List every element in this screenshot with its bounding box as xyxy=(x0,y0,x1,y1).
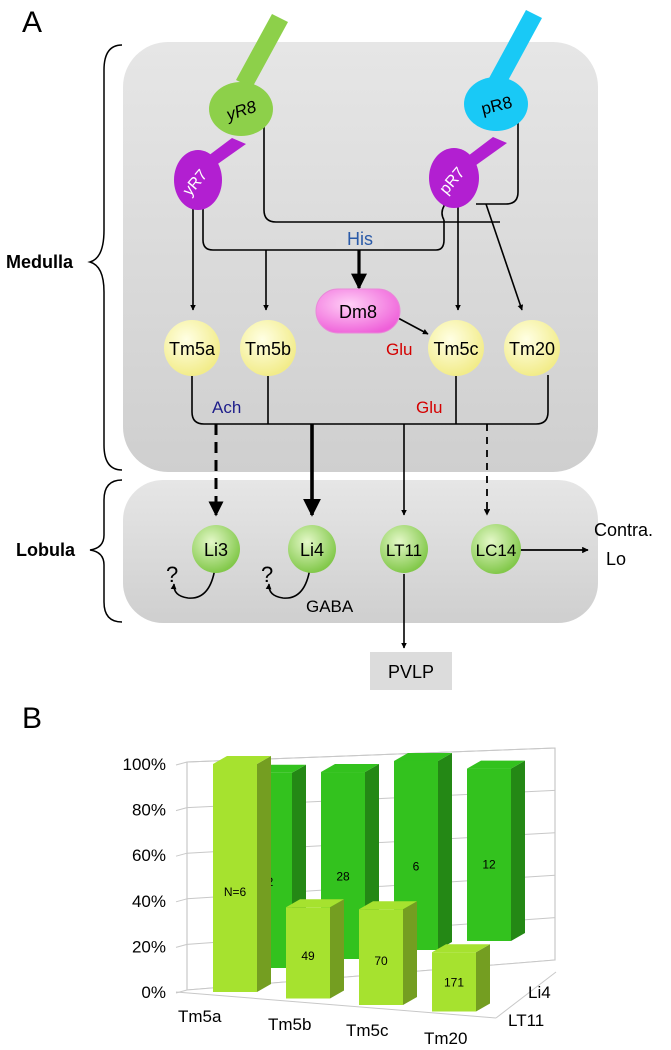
y-tick-label: 20% xyxy=(132,937,166,956)
tm5b-neuron: Tm5b xyxy=(240,320,296,376)
bar-value-label: N=6 xyxy=(224,885,247,899)
bar-top xyxy=(286,899,344,908)
glu-tm5c-label: Glu xyxy=(416,398,442,417)
bar xyxy=(286,907,330,999)
series-label-lt11: LT11 xyxy=(508,1011,544,1030)
bar-value-label: 12 xyxy=(482,858,496,872)
y-tick-label: 100% xyxy=(123,755,166,774)
x-tick-label: Tm5a xyxy=(178,1007,222,1026)
gaba-label: GABA xyxy=(306,597,354,616)
lobula-brace xyxy=(89,479,123,623)
bar-top xyxy=(213,756,271,764)
y-tick-label: 80% xyxy=(132,801,166,820)
tm5a-label: Tm5a xyxy=(169,339,216,359)
pR7-terminal: pR7 xyxy=(429,148,479,208)
tm5b-label: Tm5b xyxy=(245,339,291,359)
x-tick-label: Tm5b xyxy=(268,1015,311,1034)
ach-label: Ach xyxy=(212,398,241,417)
x-axis-line xyxy=(175,991,497,1019)
li3-label: Li3 xyxy=(204,540,228,560)
x-tick-labels: Tm5a Tm5b Tm5c Tm20 xyxy=(175,971,557,1048)
y-tick-label: 0% xyxy=(141,983,166,1002)
dm8-neuron: Dm8 xyxy=(315,288,401,334)
tm20-neuron: Tm20 xyxy=(504,320,560,376)
panel-a-label: A xyxy=(22,6,42,39)
li4-label: Li4 xyxy=(300,540,324,560)
bar-top xyxy=(394,752,452,761)
gridline-side xyxy=(175,807,188,812)
lt11-label: LT11 xyxy=(386,541,422,560)
tm20-label: Tm20 xyxy=(509,339,555,359)
lobula-region xyxy=(123,480,598,623)
medulla-brace xyxy=(87,44,123,471)
pR8-terminal: pR8 xyxy=(464,77,528,131)
bar-value-label: 70 xyxy=(374,954,388,968)
lc14-neuron: LC14 xyxy=(471,524,521,574)
pvlp-box xyxy=(370,652,452,690)
lt11-neuron: LT11 xyxy=(380,525,428,573)
y-tick-label: 60% xyxy=(132,846,166,865)
dm8-label: Dm8 xyxy=(339,302,377,322)
y-tick-label: 40% xyxy=(132,892,166,911)
bar xyxy=(432,952,476,1012)
series-label-li4: Li4 xyxy=(528,983,551,1002)
bar xyxy=(467,768,511,941)
medulla-label: Medulla xyxy=(6,252,74,272)
his-label-bg xyxy=(336,226,384,248)
bar-top xyxy=(432,944,490,953)
bar-value-label: 6 xyxy=(413,860,420,874)
projection-arrows xyxy=(170,424,589,649)
li4-unknown-mark: ? xyxy=(261,562,273,587)
medulla-wiring xyxy=(190,115,549,425)
tm5c-label: Tm5c xyxy=(434,339,479,359)
bar-side xyxy=(476,944,490,1012)
bar xyxy=(213,764,257,992)
contra-label-line1: Contra. xyxy=(594,520,653,540)
glu-dm8-label: Glu xyxy=(386,340,412,359)
bar-top xyxy=(467,760,525,769)
bar xyxy=(359,909,403,1005)
gridline-side xyxy=(175,898,188,903)
depth-axis-line xyxy=(495,971,557,1019)
bar-value-label: 171 xyxy=(444,976,464,990)
pvlp-label: PVLP xyxy=(388,662,434,682)
lc14-label: LC14 xyxy=(476,541,517,560)
contra-label-line2: Lo xyxy=(606,549,626,569)
panel-b-label: B xyxy=(22,702,42,735)
gridline-side xyxy=(175,943,188,948)
yR7-terminal: yR7 xyxy=(174,150,222,210)
bar-side xyxy=(511,760,525,941)
bar-side xyxy=(438,752,452,950)
bar-side xyxy=(257,756,271,992)
bar-top xyxy=(359,901,417,910)
li4-neuron: Li4 xyxy=(288,525,336,573)
x-tick-label: Tm5c xyxy=(346,1021,389,1040)
y-tick-labels: 0% 20% 40% 60% 80% 100% xyxy=(123,755,166,1002)
bar-value-label: 49 xyxy=(301,949,315,963)
gridline-side xyxy=(175,852,188,857)
li3-unknown-mark: ? xyxy=(166,562,178,587)
bar-top xyxy=(321,764,379,773)
bar-side xyxy=(330,899,344,999)
tm5c-neuron: Tm5c xyxy=(428,320,484,376)
bar-side xyxy=(403,901,417,1005)
yR8-terminal: yR8 xyxy=(209,82,273,136)
li3-neuron: Li3 xyxy=(192,525,240,573)
his-label: His xyxy=(347,229,373,249)
bar-value-label: 28 xyxy=(336,869,350,883)
tm5a-neuron: Tm5a xyxy=(164,320,220,376)
gridline-side xyxy=(175,761,188,766)
x-tick-label: Tm20 xyxy=(424,1029,467,1048)
lobula-label: Lobula xyxy=(16,540,76,560)
